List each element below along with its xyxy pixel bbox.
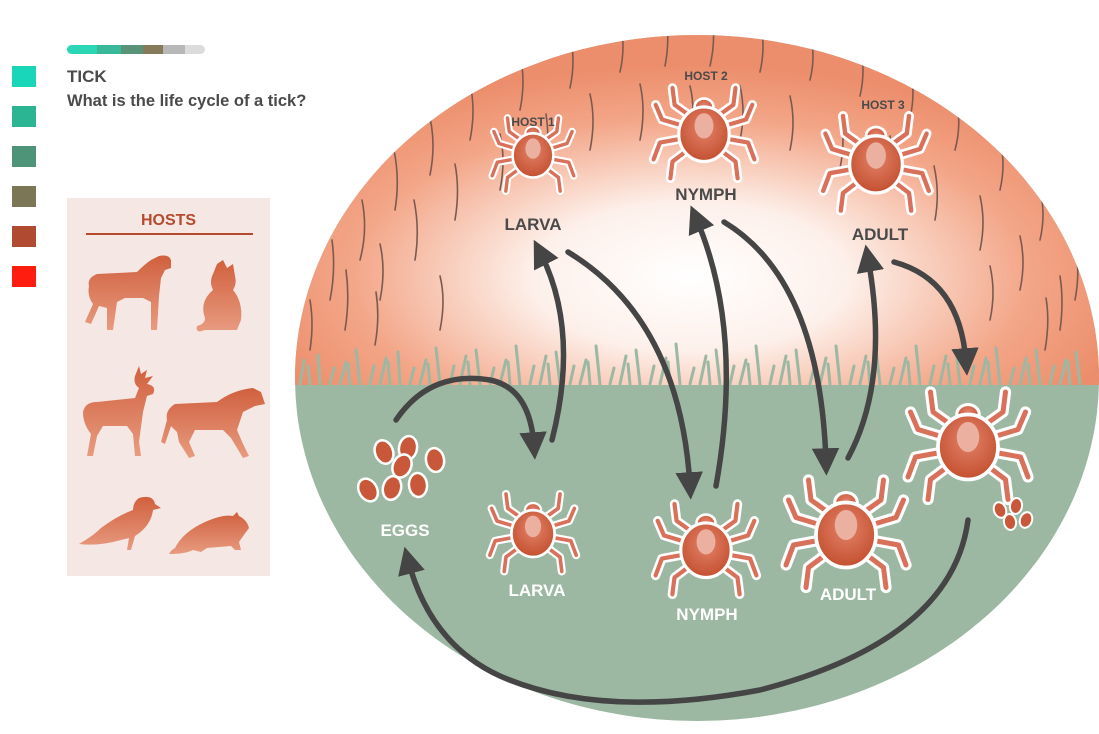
eggs-label: EGGS <box>380 521 429 540</box>
nymph-host-label: NYMPH <box>675 185 736 204</box>
host2-label: HOST 2 <box>684 69 728 83</box>
host1-label: HOST 1 <box>511 115 555 129</box>
larva-host-label: LARVA <box>505 215 562 234</box>
larva-ground-label: LARVA <box>509 581 566 600</box>
adult-ground-label: ADULT <box>820 585 877 604</box>
nymph-ground-label: NYMPH <box>676 605 737 624</box>
host3-label: HOST 3 <box>861 98 905 112</box>
adult-host-label: ADULT <box>852 225 909 244</box>
